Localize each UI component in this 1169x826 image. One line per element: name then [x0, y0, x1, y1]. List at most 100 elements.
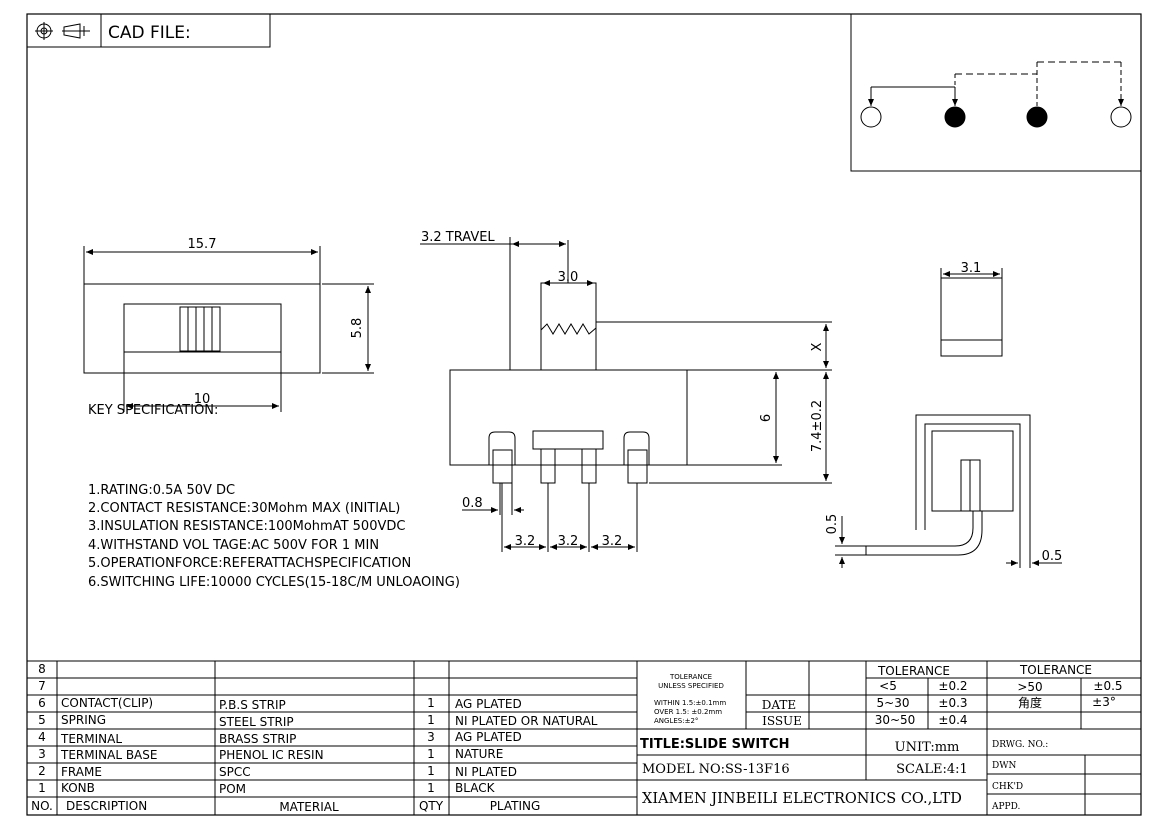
spec-item-6: 6.SWITCHING LIFE:10000 CYCLES(15-18C/M U…	[88, 575, 460, 590]
dwn-label: DWN	[992, 761, 1016, 771]
title-block: TOLERANCE UNLESS SPECIFIED WITHIN 1.5:±0…	[636, 660, 1141, 815]
key-spec-title: KEY SPECIFICATION:	[88, 403, 218, 418]
drawing-title: TITLE:SLIDE SWITCH	[640, 737, 789, 752]
tol1-r2-range: 5~30	[877, 696, 910, 710]
bom-plat-2: NI PLATED	[455, 765, 517, 779]
bom-no-7: 7	[38, 679, 46, 693]
spec-item-2: 2.CONTACT RESISTANCE:30Mohm MAX (INITIAL…	[88, 501, 400, 516]
dim-body-height: 5.8	[350, 318, 365, 339]
tol1-header: TOLERANCE	[877, 664, 950, 678]
bom-qty-3: 1	[427, 747, 435, 761]
side-view: 3.1 0.5 0.5	[825, 261, 1062, 568]
bom-table: 8 7 6 CONTACT(CLIP) P.B.S STRIP 1 AG PLA…	[27, 660, 638, 815]
bom-no-8: 8	[38, 662, 46, 676]
tol2-header: TOLERANCE	[1019, 663, 1092, 677]
dim-side-thickness: 0.5	[825, 514, 840, 535]
bom-no-2: 2	[38, 764, 46, 778]
tolerance-within: WITHIN 1.5:±0.1mm	[654, 699, 726, 707]
tolerance-unless-1: TOLERANCE	[669, 673, 712, 681]
dim-pitch-1: 3.2	[515, 534, 536, 549]
dim-pin-width: 0.8	[462, 496, 483, 511]
bom-desc-6: CONTACT(CLIP)	[61, 696, 153, 710]
spec-item-1: 1.RATING:0.5A 50V DC	[88, 483, 235, 498]
spec-item-4: 4.WITHSTAND VOL TAGE:AC 500V FOR 1 MIN	[88, 538, 379, 553]
tol2-r1-val: ±0.5	[1093, 679, 1122, 693]
tol1-r1-val: ±0.2	[938, 679, 967, 693]
bom-plat-5: NI PLATED OR NATURAL	[455, 714, 598, 728]
bom-header-qty: QTY	[419, 799, 444, 813]
spec-item-5: 5.OPERATIONFORCE:REFERATTACHSPECIFICATIO…	[88, 556, 411, 571]
front-view: 3.2 TRAVEL 3.0 X 6 7.4±0.2 0.8 3.2 3.2 3…	[420, 230, 832, 552]
bom-mat-6: P.B.S STRIP	[219, 698, 286, 712]
tol1-r3-range: 30~50	[875, 713, 916, 727]
bom-header-description: DESCRIPTION	[66, 799, 147, 813]
tolerance-angles: ANGLES:±2°	[654, 717, 698, 725]
bom-qty-4: 3	[427, 730, 435, 744]
bom-plat-3: NATURE	[455, 747, 503, 761]
chkd-label: CHK'D	[992, 782, 1023, 792]
bom-header-plating: PLATING	[490, 799, 541, 813]
tol2-r2-val: ±3°	[1092, 695, 1116, 709]
dim-total-height: 7.4±0.2	[810, 400, 825, 452]
tol2-r2-range: 角度	[1018, 695, 1042, 710]
dim-knob-width: 3.0	[558, 270, 579, 285]
terminal-open-4	[1110, 106, 1132, 128]
dim-travel: 3.2 TRAVEL	[421, 230, 495, 245]
cad-file-label: CAD FILE:	[108, 23, 191, 43]
drwg-no-label: DRWG. NO.:	[992, 740, 1048, 750]
cad-file-header: CAD FILE:	[26, 13, 271, 48]
bom-plat-4: AG PLATED	[455, 730, 522, 744]
bom-plat-6: AG PLATED	[455, 697, 522, 711]
dim-actuator-span: 10	[194, 392, 211, 407]
top-view: 15.7 5.8 10	[83, 237, 374, 412]
tolerance-unless-2: UNLESS SPECIFIED	[658, 682, 724, 690]
circuit-diagram	[850, 13, 1142, 172]
unit-label: UNIT:mm	[895, 740, 960, 755]
tolerance-over: OVER 1.5: ±0.2mm	[654, 708, 722, 716]
bom-header-material: MATERIAL	[279, 800, 339, 814]
third-angle-projection-icon	[35, 22, 90, 40]
date-label: DATE	[762, 698, 796, 712]
tol2-r1-range: >50	[1017, 680, 1042, 694]
terminal-open-1	[860, 106, 882, 128]
bom-header-no: NO.	[31, 799, 53, 813]
bom-desc-3: TERMINAL BASE	[60, 748, 157, 762]
tol1-r3-val: ±0.4	[938, 713, 967, 727]
bom-no-6: 6	[38, 696, 46, 710]
tol1-r2-val: ±0.3	[938, 696, 967, 710]
bom-desc-5: SPRING	[61, 713, 106, 727]
bom-mat-1: POM	[219, 782, 246, 796]
bom-qty-2: 1	[427, 764, 435, 778]
bom-no-5: 5	[38, 713, 46, 727]
bom-no-4: 4	[38, 730, 46, 744]
dim-body-width: 15.7	[188, 237, 217, 252]
bom-qty-1: 1	[427, 781, 435, 795]
dim-side-pin: 0.5	[1042, 549, 1063, 564]
scale-label: SCALE:4:1	[896, 762, 968, 777]
bom-no-1: 1	[38, 781, 46, 795]
bom-desc-4: TERMINAL	[60, 732, 122, 746]
dim-pitch-3: 3.2	[602, 534, 623, 549]
bom-desc-2: FRAME	[61, 765, 102, 779]
tol1-r1-range: <5	[879, 679, 897, 693]
bom-qty-6: 1	[427, 696, 435, 710]
issue-label: ISSUE	[762, 714, 802, 728]
sheet-border	[26, 13, 1142, 816]
bom-mat-3: PHENOL IC RESIN	[219, 748, 324, 762]
bom-mat-5: STEEL STRIP	[219, 715, 294, 729]
dim-height-6: 6	[759, 414, 774, 422]
terminal-closed-3	[1026, 106, 1048, 128]
dim-pitch-2: 3.2	[558, 534, 579, 549]
bom-mat-4: BRASS STRIP	[219, 732, 296, 746]
dim-knob-height: X	[810, 342, 825, 351]
bom-desc-1: KONB	[61, 781, 95, 795]
spec-item-3: 3.INSULATION RESISTANCE:100MohmAT 500VDC	[88, 519, 405, 534]
bom-qty-5: 1	[427, 713, 435, 727]
bom-mat-2: SPCC	[219, 765, 251, 779]
terminal-closed-2	[944, 106, 966, 128]
bom-plat-1: BLACK	[455, 781, 496, 795]
appd-label: APPD.	[991, 802, 1021, 812]
dim-side-knob-width: 3.1	[961, 261, 982, 276]
model-number: MODEL NO:SS-13F16	[642, 762, 790, 777]
